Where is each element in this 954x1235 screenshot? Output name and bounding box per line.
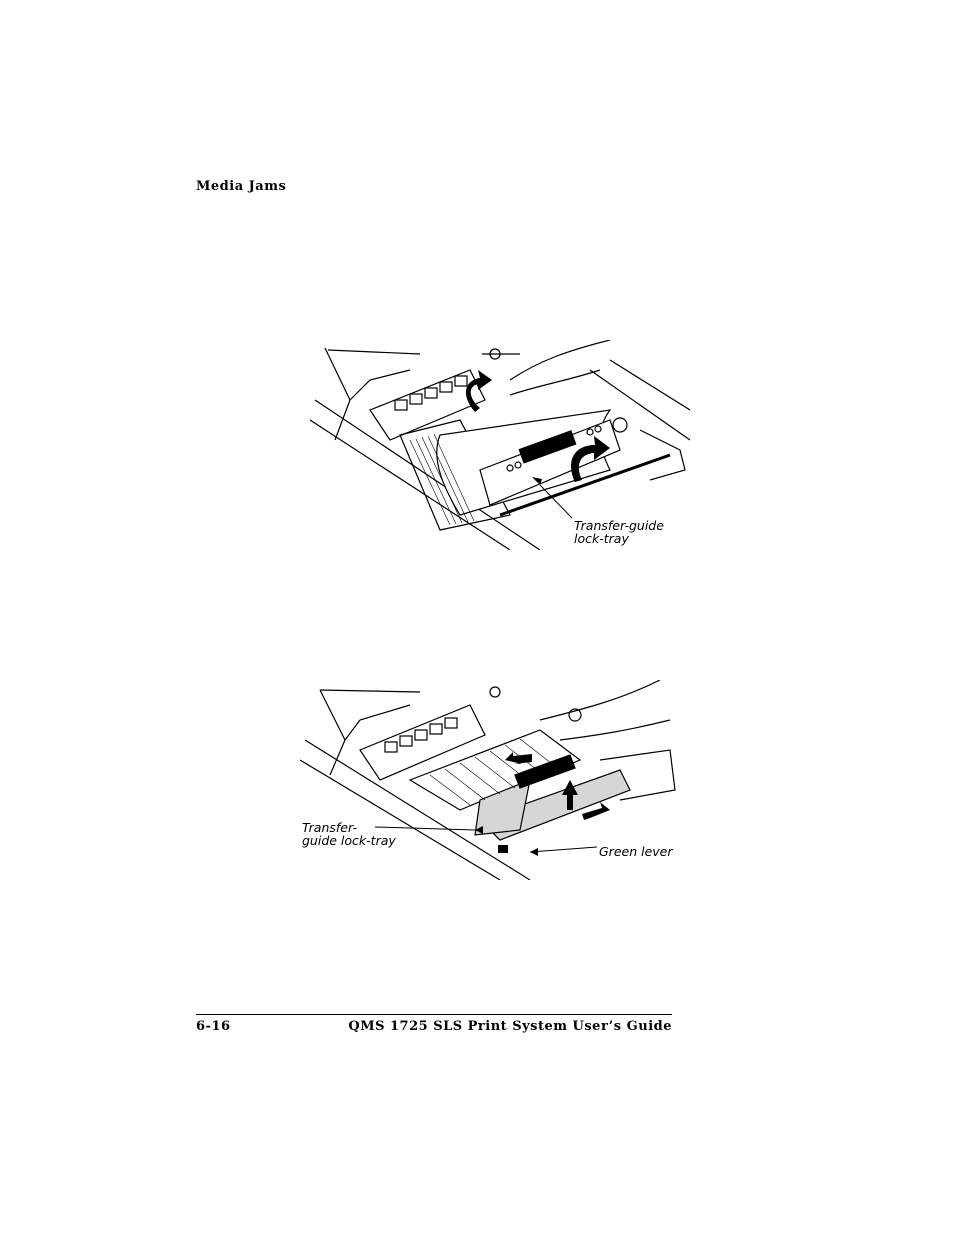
book-title: QMS 1725 SLS Print System User’s Guide	[348, 1019, 672, 1034]
callout-green-lever: Green lever	[599, 844, 673, 859]
footer-divider	[196, 1014, 672, 1015]
illustration-release-lock-tray	[300, 680, 680, 880]
callout-transfer-guide-lock-tray-2: Transfer- guide lock-tray	[302, 820, 396, 848]
page-number: 6-16	[196, 1019, 231, 1034]
section-header: Media Jams	[196, 179, 287, 194]
callout-transfer-guide-lock-tray: Transfer-guide lock-tray	[574, 518, 664, 546]
illustration-open-transfer-guide	[310, 340, 690, 550]
